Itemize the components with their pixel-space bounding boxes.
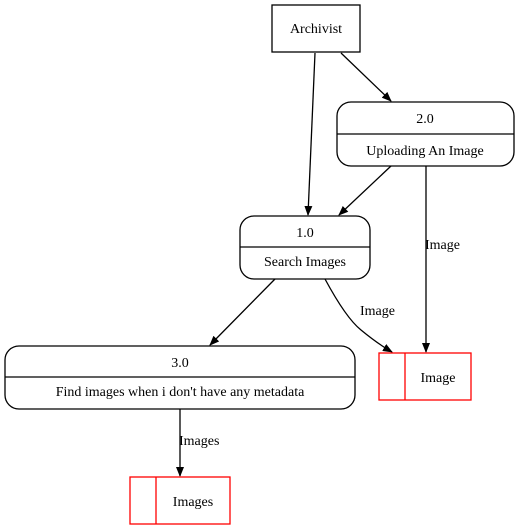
process-1-0: 1.0 Search Images — [239, 215, 371, 280]
edge-archivist-to-1-0 — [304, 52, 316, 216]
process-label: Search Images — [264, 255, 346, 270]
process-label: Find images when i don't have any metada… — [56, 385, 305, 400]
data-store-box — [129, 476, 231, 525]
process-2-0: 2.0 Uploading An Image — [336, 101, 515, 167]
process-id: 2.0 — [416, 112, 434, 127]
edge-2-0-to-1-0 — [338, 165, 392, 216]
edge-label-1-0-to-image: Image — [360, 304, 395, 319]
edge-1-0-to-image-store — [324, 278, 393, 353]
external-entity-label: Archivist — [290, 22, 342, 37]
edges — [176, 52, 430, 477]
external-entity-archivist: Archivist — [271, 4, 361, 53]
external-entity-box — [271, 4, 361, 53]
process-3-0: 3.0 Find images when i don't have any me… — [4, 345, 356, 410]
process-label: Uploading An Image — [366, 144, 483, 159]
data-store-images: Images — [129, 476, 231, 525]
data-store-image: Image — [378, 352, 472, 401]
process-id: 3.0 — [171, 356, 189, 371]
data-store-box — [378, 352, 472, 401]
edge-label-2-0-to-image: Image — [425, 238, 460, 253]
data-store-label: Images — [173, 495, 213, 510]
edge-1-0-to-3-0 — [209, 278, 276, 346]
edge-label-3-0-to-images: Images — [179, 434, 219, 449]
edge-archivist-to-2-0 — [340, 52, 392, 102]
data-store-label: Image — [421, 371, 456, 386]
process-id: 1.0 — [296, 226, 314, 241]
